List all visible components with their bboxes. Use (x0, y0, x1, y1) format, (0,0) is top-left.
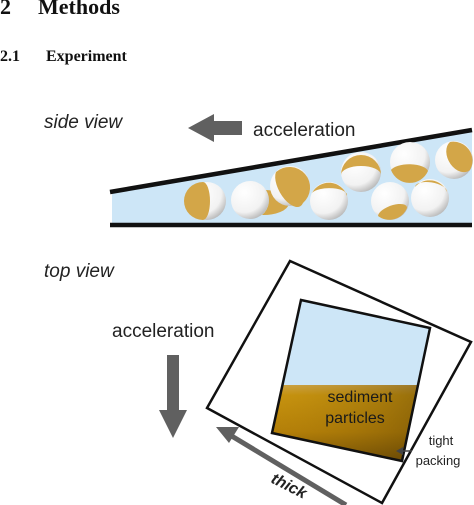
sediment-label-line1: sediment (328, 389, 393, 406)
section-heading: 2 Methods (0, 0, 120, 20)
particle (411, 179, 449, 217)
side-acceleration-arrow (188, 114, 242, 142)
side-particles (184, 141, 473, 220)
thick-label: thick (268, 470, 310, 503)
particle (341, 152, 381, 192)
inner-cell-border (270, 298, 432, 463)
particle (390, 142, 430, 183)
top-acceleration-label: acceleration (112, 321, 214, 342)
section-number: 2 (0, 0, 11, 19)
particle (270, 166, 311, 208)
top-acceleration-arrow (159, 355, 187, 438)
side-top-plate (109, 127, 473, 195)
subsection-heading: 2.1 Experiment (0, 48, 127, 66)
tight-pointer-head (396, 447, 403, 455)
subsection-title: Experiment (46, 48, 127, 65)
side-acceleration-label: acceleration (253, 120, 355, 141)
tight-label-line1: tight (429, 433, 454, 448)
subsection-number: 2.1 (0, 48, 20, 65)
particle (435, 141, 473, 179)
particle (184, 182, 226, 220)
section-title: Methods (38, 0, 120, 19)
particle (371, 182, 409, 220)
top-view-label: top view (44, 261, 115, 282)
thick-arrow-head (216, 427, 239, 443)
tight-label-line2: packing (416, 453, 461, 468)
thick-arrow-shaft (228, 432, 348, 505)
sediment-label-line2: particles (325, 410, 385, 427)
side-view-label: side view (44, 112, 123, 133)
particle (310, 182, 348, 220)
